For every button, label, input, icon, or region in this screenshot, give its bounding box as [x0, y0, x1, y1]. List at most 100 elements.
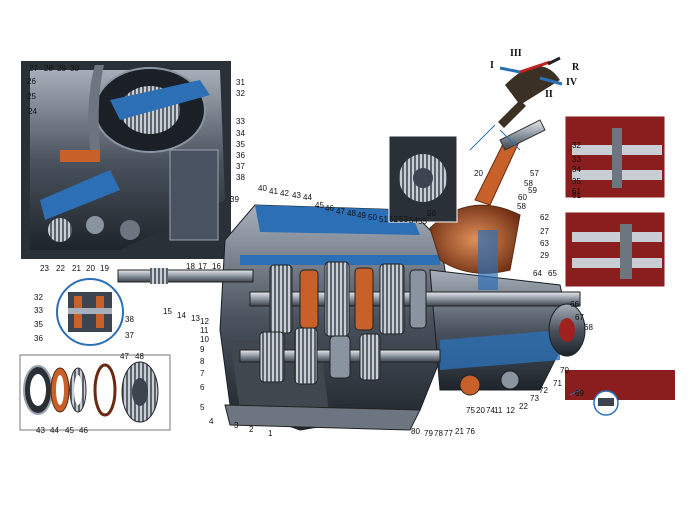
inset-right-top [564, 115, 666, 199]
callout-callouts_main_top-9: 49 [357, 211, 366, 220]
callout-callouts_bottom-6: 75 [466, 406, 475, 415]
callout-callouts_top_left-2: 29 [57, 64, 66, 73]
callout-callouts_left_side-12: 6 [200, 383, 205, 392]
inset-synchronizer [56, 278, 124, 346]
callout-callouts_left_side-13: 5 [200, 403, 205, 412]
callout-callouts_bottom-8: 74 [486, 406, 495, 415]
callout-callouts_main_top-4: 44 [303, 193, 312, 202]
callout-callouts_bottom-15: 70 [560, 366, 569, 375]
callout-callouts_main_top-3: 43 [292, 191, 301, 200]
callout-callouts_bottom-10: 12 [506, 406, 515, 415]
callout-callouts_top_left-13: 37 [236, 162, 245, 171]
callout-callouts_top_left-4: 26 [27, 77, 36, 86]
callout-callouts_top_left-6: 24 [28, 107, 37, 116]
callout-callouts_top_left-9: 33 [236, 117, 245, 126]
callout-callouts_bottom-13: 72 [539, 386, 548, 395]
callout-callouts_bottom-14: 71 [553, 379, 562, 388]
callout-callouts_left_side-1: 17 [198, 262, 207, 271]
callout-callouts_shifter-11: 65 [548, 269, 557, 278]
callout-callouts_inset_bottom_left-5: 46 [79, 426, 88, 435]
callout-callouts_top_left-16: 23 [40, 264, 49, 273]
callout-callouts_bottom-11: 22 [519, 402, 528, 411]
gear-label-r: R [572, 62, 580, 73]
callout-callouts_shifter-13: 67 [575, 313, 584, 322]
callout-callouts_bottom-0: 80 [411, 427, 420, 436]
callout-callouts_bottom-4: 21 [455, 427, 464, 436]
callout-callouts_main_top-6: 46 [325, 204, 334, 213]
callout-callouts_left_side-7: 11 [200, 326, 209, 335]
gear-label-i: I [490, 60, 494, 71]
callout-callouts_inset_mid_left-2: 35 [34, 320, 43, 329]
callout-callouts_inset_right-2: 34 [572, 165, 581, 174]
callout-callouts_bottom-1: 79 [424, 429, 433, 438]
callout-callouts_left_side-11: 7 [200, 369, 205, 378]
callout-callouts_bottom-7: 20 [476, 406, 485, 415]
callout-callouts_shifter-4: 58 [517, 202, 526, 211]
callout-callouts_left_side-2: 16 [212, 262, 221, 271]
callout-callouts_main_top-0: 40 [258, 184, 267, 193]
callout-callouts_top_left-10: 34 [236, 129, 245, 138]
callout-callouts_left_side-10: 8 [200, 357, 205, 366]
callout-callouts_top_left-8: 32 [236, 89, 245, 98]
callout-callouts_shifter-0: 57 [530, 169, 539, 178]
callout-callouts_left_side-6: 12 [200, 317, 209, 326]
callout-callouts_left_side-0: 18 [186, 262, 195, 271]
callout-callouts_bottom-9: 11 [494, 406, 503, 415]
callout-callouts_left_side-4: 14 [177, 311, 186, 320]
gear-shifter [429, 119, 546, 290]
callout-callouts_main_top-11: 51 [379, 215, 388, 224]
callout-callouts_inset_bottom_left-3: 44 [50, 426, 59, 435]
callout-callouts_main_top-13: 53 [399, 215, 408, 224]
callout-callouts_inset_right-1: 33 [572, 155, 581, 164]
shift-knob-diagram: III R I IV II [490, 48, 580, 128]
callout-callouts_shifter-1: 58 [524, 179, 533, 188]
callout-callouts_left_side-9: 9 [200, 345, 205, 354]
gearbox-main [117, 204, 586, 431]
callout-callouts_left_side-8: 10 [200, 335, 209, 344]
callout-callouts_shifter-9: 29 [540, 251, 549, 260]
callout-callouts_shifter-12: 66 [570, 300, 579, 309]
callout-callouts_main_top-15: 55 [418, 217, 427, 226]
inset-right-bottom [564, 211, 666, 288]
callout-callouts_main_top-14: 54 [409, 216, 418, 225]
callout-callouts_shifter-8: 63 [540, 239, 549, 248]
callout-callouts_top_left-1: 28 [44, 64, 53, 73]
inset-right-lower [565, 370, 675, 416]
callout-callouts_top_left-0: 27 [29, 64, 38, 73]
callout-callouts_inset_right-0: 32 [572, 141, 581, 150]
callout-callouts_top_left-15: 39 [230, 195, 239, 204]
callout-callouts_inset_mid_left-3: 36 [34, 334, 43, 343]
callout-callouts_shifter-10: 64 [533, 269, 542, 278]
callout-callouts_top_left-14: 38 [236, 173, 245, 182]
callout-callouts_top_left-18: 21 [72, 264, 81, 273]
callout-callouts_top_left-3: 30 [70, 64, 79, 73]
callout-callouts_left_side-17: 1 [268, 429, 273, 438]
callout-callouts_main_top-16: 56 [427, 209, 436, 218]
callout-callouts_bottom-16: 69 [575, 389, 584, 398]
callout-callouts_shifter-14: 68 [584, 323, 593, 332]
gear-label-ii: II [545, 89, 553, 100]
callout-callouts_main_top-7: 47 [336, 207, 345, 216]
callout-callouts_left_side-14: 4 [209, 417, 214, 426]
callout-callouts_shifter-3: 60 [518, 193, 527, 202]
callout-callouts_top_left-11: 35 [236, 140, 245, 149]
callout-callouts_shifter-2: 59 [528, 186, 537, 195]
callout-callouts_top_left-17: 22 [56, 264, 65, 273]
callout-callouts_bottom-3: 77 [444, 429, 453, 438]
callout-callouts_main_top-5: 45 [315, 201, 324, 210]
callout-callouts_main_top-1: 41 [269, 187, 278, 196]
callout-callouts_bottom-2: 78 [434, 429, 443, 438]
callout-callouts_inset_mid_left-4: 38 [125, 315, 134, 324]
callout-callouts_inset_mid_left-0: 32 [34, 293, 43, 302]
callout-callouts_inset_bottom_left-0: 47 [120, 352, 129, 361]
gear-label-iv: IV [566, 77, 578, 88]
callout-callouts_shifter-5: 20 [474, 169, 483, 178]
gear-set-upper [269, 261, 427, 337]
callout-callouts_main_top-8: 48 [347, 209, 356, 218]
inset-parts [19, 354, 171, 431]
inset-top-center [388, 135, 458, 223]
